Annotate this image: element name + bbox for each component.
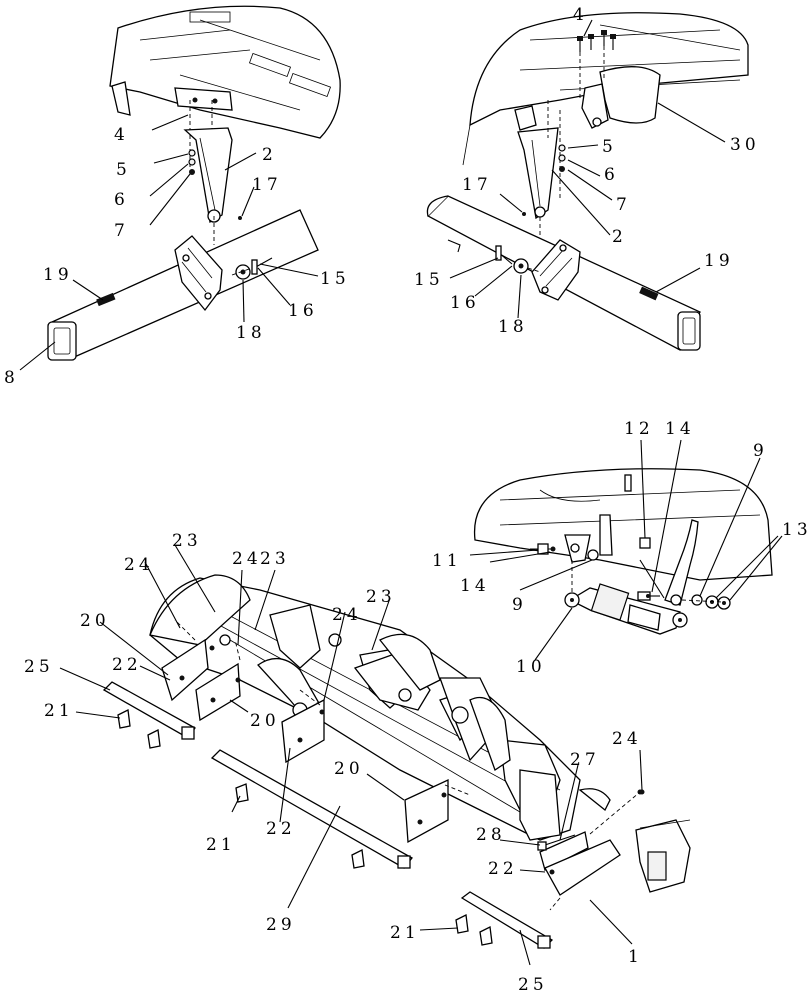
callout-17-top-right: 17 xyxy=(462,175,492,195)
callout-13-middle-right: 13 xyxy=(782,520,808,540)
callout-5-top-right: 5 xyxy=(602,137,617,157)
callout-23-bottom-c: 23 xyxy=(366,587,396,607)
callout-1-bottom: 1 xyxy=(628,947,643,967)
callout-9-middle-right-bottom: 9 xyxy=(512,595,527,615)
callout-30-top-right: 30 xyxy=(730,135,760,155)
callout-19-top-left: 19 xyxy=(43,265,73,285)
callout-24-bottom-c: 24 xyxy=(332,605,362,625)
callout-16-top-left: 16 xyxy=(288,301,318,321)
callout-27-bottom: 27 xyxy=(570,750,600,770)
callout-28-bottom: 28 xyxy=(476,825,506,845)
callout-15-top-right: 15 xyxy=(414,270,444,290)
callout-23-bottom-a: 23 xyxy=(172,531,202,551)
callout-17-top-left: 17 xyxy=(252,175,282,195)
callout-18-top-right: 18 xyxy=(498,317,528,337)
callout-21-bottom-c: 21 xyxy=(390,923,420,943)
callout-25-bottom-b: 25 xyxy=(518,975,548,995)
callout-20-bottom-b: 20 xyxy=(250,711,280,731)
callout-23-bottom-b: 23 xyxy=(260,549,290,569)
middle-right-assembly: 12 14 9 13 11 14 9 10 xyxy=(432,419,808,677)
callout-8-top-left: 8 xyxy=(4,368,19,388)
callout-10-middle-right: 10 xyxy=(516,657,546,677)
callout-12-middle-right: 12 xyxy=(624,419,654,439)
top-left-assembly: 4 5 6 7 2 17 19 15 16 18 8 xyxy=(4,5,350,388)
callout-22-bottom-c: 22 xyxy=(488,859,518,879)
top-right-assembly: 4 30 5 6 7 17 2 19 15 16 18 xyxy=(414,5,760,351)
callout-24-bottom-a: 24 xyxy=(124,555,154,575)
callout-24-bottom-d: 24 xyxy=(612,729,642,749)
callout-6-top-right: 6 xyxy=(604,165,619,185)
callout-22-bottom-a: 22 xyxy=(112,655,142,675)
callout-15-top-left: 15 xyxy=(320,269,350,289)
callout-18-top-left: 18 xyxy=(236,323,266,343)
callout-20-bottom-c: 20 xyxy=(334,759,364,779)
callout-7-top-right: 7 xyxy=(616,195,631,215)
callout-29-bottom: 29 xyxy=(266,915,296,935)
callout-4-top-right: 4 xyxy=(573,5,588,25)
callout-24-bottom-b: 24 xyxy=(232,549,262,569)
callout-21-bottom-b: 21 xyxy=(206,835,236,855)
callout-22-bottom-b: 22 xyxy=(266,819,296,839)
callout-4-top-left: 4 xyxy=(114,125,129,145)
callout-2-top-right: 2 xyxy=(612,227,627,247)
callout-25-bottom-a: 25 xyxy=(24,657,54,677)
callout-9-middle-right-top: 9 xyxy=(753,441,768,461)
bottom-assembly: 23 24 24 23 23 24 20 22 25 21 20 20 27 2… xyxy=(24,531,691,995)
callout-14-middle-right-top: 14 xyxy=(665,419,695,439)
callout-20-bottom-a: 20 xyxy=(80,611,110,631)
callout-11-middle-right: 11 xyxy=(432,551,462,571)
callout-21-bottom-a: 21 xyxy=(44,701,74,721)
callout-19-top-right: 19 xyxy=(704,251,734,271)
callout-5-top-left: 5 xyxy=(116,160,131,180)
callout-16-top-right: 16 xyxy=(450,293,480,313)
callout-6-top-left: 6 xyxy=(114,190,129,210)
callout-7-top-left: 7 xyxy=(114,221,129,241)
callout-2-top-left: 2 xyxy=(262,145,277,165)
callout-14-middle-right-bottom: 14 xyxy=(460,576,490,596)
